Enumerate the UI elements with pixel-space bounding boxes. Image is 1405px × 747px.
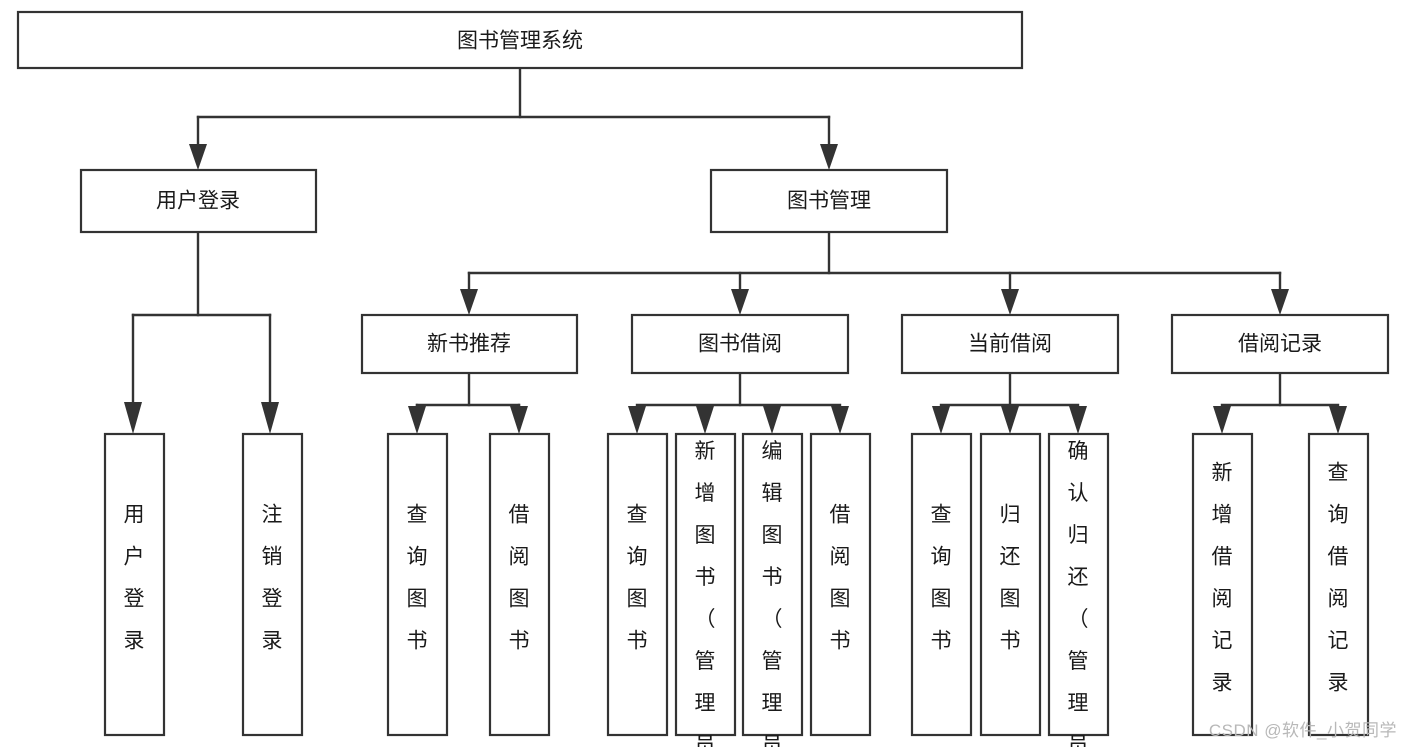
node-label-leaf-8: 借阅图书 xyxy=(830,504,851,653)
node-box-leaf-10[interactable] xyxy=(979,432,1042,737)
leaf-nodes-layer: 用户登录 注销登录 查询图书 借阅图书 查询图书 新增图书（管理员） xyxy=(103,432,1370,747)
node-label-bookmgmt: 图书管理 xyxy=(787,190,871,213)
node-label-leaf-13: 查询借阅记录 xyxy=(1328,462,1349,695)
node-label-record: 借阅记录 xyxy=(1238,333,1322,356)
arrow-head-icon xyxy=(1069,406,1087,434)
arrow-head-icon xyxy=(696,406,714,434)
arrow-head-icon xyxy=(1001,406,1019,434)
arrow-head-icon xyxy=(1271,289,1289,315)
node-box-leaf-12[interactable] xyxy=(1191,432,1254,737)
node-label-borrow: 图书借阅 xyxy=(698,333,782,356)
node-box-leaf-3[interactable] xyxy=(386,432,449,737)
node-leaf-3[interactable]: 查询图书 xyxy=(386,432,449,737)
node-leaf-5[interactable]: 查询图书 xyxy=(606,432,669,737)
node-label-leaf-1: 用户登录 xyxy=(124,504,145,653)
node-label-leaf-11: 确认归还（管理员） xyxy=(1068,440,1089,747)
arrow-head-icon xyxy=(820,144,838,170)
arrow-head-icon xyxy=(932,406,950,434)
node-root[interactable]: 图书管理系统 xyxy=(16,10,1024,70)
arrow-head-icon xyxy=(261,402,279,434)
connector-layer xyxy=(124,66,1347,434)
node-label-leaf-6: 新增图书（管理员） xyxy=(695,440,716,747)
node-box-leaf-6[interactable] xyxy=(674,432,737,737)
node-label-leaf-4: 借阅图书 xyxy=(509,504,530,653)
node-box-leaf-8[interactable] xyxy=(809,432,872,737)
node-leaf-13[interactable]: 查询借阅记录 xyxy=(1307,432,1370,737)
node-label-login: 用户登录 xyxy=(156,190,240,213)
node-newbook[interactable]: 新书推荐 xyxy=(360,313,579,375)
node-box-leaf-13[interactable] xyxy=(1307,432,1370,737)
arrow-head-icon xyxy=(460,289,478,315)
arrow-head-icon xyxy=(408,406,426,434)
arrow-head-icon xyxy=(1213,406,1231,434)
arrow-head-icon xyxy=(189,144,207,170)
node-box-bookmgmt[interactable] xyxy=(709,168,949,234)
node-leaf-9[interactable]: 查询图书 xyxy=(910,432,973,737)
node-leaf-10[interactable]: 归还图书 xyxy=(979,432,1042,737)
node-box-borrow[interactable] xyxy=(630,313,850,375)
node-box-root[interactable] xyxy=(16,10,1024,70)
node-label-root: 图书管理系统 xyxy=(457,30,583,53)
node-label-leaf-12: 新增借阅记录 xyxy=(1212,462,1233,695)
node-leaf-4[interactable]: 借阅图书 xyxy=(488,432,551,737)
node-borrow[interactable]: 图书借阅 xyxy=(630,313,850,375)
arrow-head-icon xyxy=(1001,289,1019,315)
node-box-leaf-11[interactable] xyxy=(1047,432,1110,737)
node-box-current[interactable] xyxy=(900,313,1120,375)
node-current[interactable]: 当前借阅 xyxy=(900,313,1120,375)
node-label-newbook: 新书推荐 xyxy=(427,333,511,356)
node-box-record[interactable] xyxy=(1170,313,1390,375)
arrow-head-icon xyxy=(731,289,749,315)
arrow-head-icon xyxy=(510,406,528,434)
node-label-leaf-9: 查询图书 xyxy=(931,504,952,653)
node-box-leaf-2[interactable] xyxy=(241,432,304,737)
node-box-leaf-5[interactable] xyxy=(606,432,669,737)
arrow-head-icon xyxy=(628,406,646,434)
arrow-head-icon xyxy=(763,406,781,434)
node-box-leaf-7[interactable] xyxy=(741,432,804,737)
node-leaf-11[interactable]: 确认归还（管理员） xyxy=(1047,432,1110,747)
node-bookmgmt[interactable]: 图书管理 xyxy=(709,168,949,234)
node-box-newbook[interactable] xyxy=(360,313,579,375)
node-label-leaf-3: 查询图书 xyxy=(407,504,428,653)
node-label-leaf-10: 归还图书 xyxy=(1000,504,1021,653)
arrow-head-icon xyxy=(1329,406,1347,434)
node-box-leaf-1[interactable] xyxy=(103,432,166,737)
node-label-leaf-2: 注销登录 xyxy=(262,504,283,653)
arrow-head-icon xyxy=(124,402,142,434)
node-label-leaf-7: 编辑图书（管理员） xyxy=(762,440,783,747)
node-box-leaf-4[interactable] xyxy=(488,432,551,737)
node-box-leaf-9[interactable] xyxy=(910,432,973,737)
arrow-head-icon xyxy=(831,406,849,434)
node-leaf-1[interactable]: 用户登录 xyxy=(103,432,166,737)
node-login[interactable]: 用户登录 xyxy=(79,168,318,234)
node-leaf-7[interactable]: 编辑图书（管理员） xyxy=(741,432,804,747)
node-leaf-12[interactable]: 新增借阅记录 xyxy=(1191,432,1254,737)
node-label-leaf-5: 查询图书 xyxy=(627,504,648,653)
node-box-login[interactable] xyxy=(79,168,318,234)
node-record[interactable]: 借阅记录 xyxy=(1170,313,1390,375)
node-leaf-6[interactable]: 新增图书（管理员） xyxy=(674,432,737,747)
node-leaf-2[interactable]: 注销登录 xyxy=(241,432,304,737)
node-leaf-8[interactable]: 借阅图书 xyxy=(809,432,872,737)
node-label-current: 当前借阅 xyxy=(968,333,1052,356)
